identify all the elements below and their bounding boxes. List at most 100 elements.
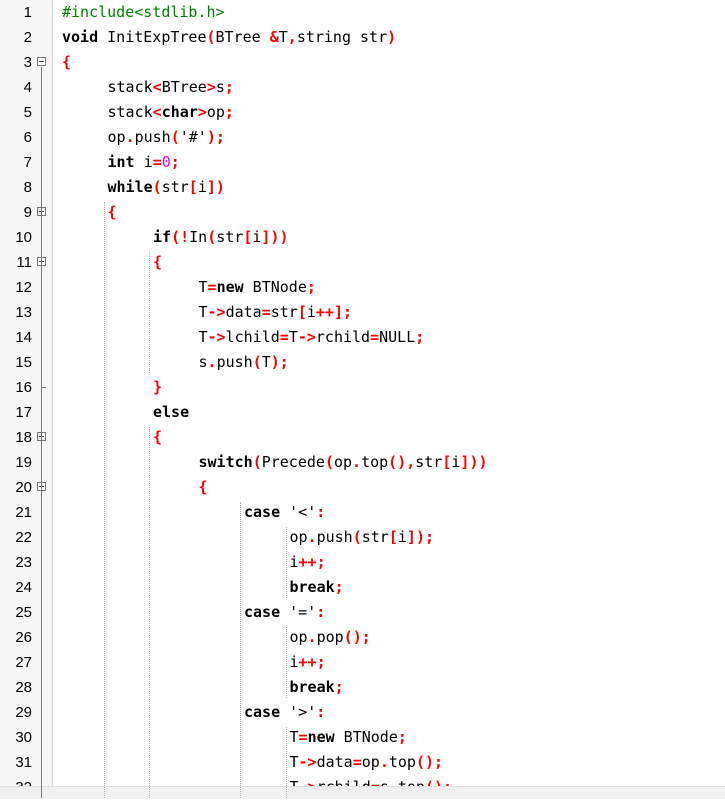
indent-guide	[285, 727, 287, 798]
code-text: s.push(T);	[199, 350, 289, 375]
code-text: while(str[i])	[108, 175, 225, 200]
code-token: case	[244, 603, 281, 621]
code-line[interactable]: 9{	[0, 200, 725, 225]
code-text: break;	[290, 675, 344, 700]
code-token: Precede	[261, 453, 325, 471]
code-token: break	[289, 578, 335, 596]
code-line[interactable]: 18 {	[0, 425, 725, 450]
code-text: if(!In(str[i]))	[153, 225, 288, 250]
code-text: {	[62, 50, 71, 75]
code-token: ;	[397, 728, 407, 746]
line-number: 16	[15, 379, 32, 396]
code-token: op	[289, 628, 308, 646]
code-token: =	[152, 153, 162, 171]
code-token: ]	[460, 453, 470, 471]
line-number: 4	[23, 79, 32, 96]
code-token: )	[279, 228, 289, 246]
code-line[interactable]: 3{	[0, 50, 725, 75]
code-line[interactable]: 20{	[0, 475, 725, 500]
code-token: )	[215, 178, 225, 196]
code-token: i	[306, 303, 316, 321]
code-token: ->	[207, 303, 226, 321]
line-number: 30	[15, 729, 32, 746]
code-token: {	[153, 253, 163, 271]
code-text: i++;	[290, 550, 326, 575]
code-token: ++	[298, 553, 317, 571]
code-token: s	[215, 78, 225, 96]
code-line[interactable]: 21 case '<':	[0, 500, 725, 525]
code-text: T->lchild=T->rchild=NULL;	[199, 325, 425, 350]
code-token: <	[152, 78, 162, 96]
line-number: 31	[15, 754, 32, 771]
code-text: int i=0;	[108, 150, 180, 175]
code-token: ]	[406, 528, 416, 546]
code-token: [	[243, 228, 253, 246]
line-number: 18	[15, 429, 32, 446]
code-token: )	[469, 453, 479, 471]
fold-collapse-icon[interactable]	[37, 57, 46, 66]
code-token: str	[415, 453, 443, 471]
code-token: else	[153, 403, 190, 421]
code-token: [	[442, 453, 452, 471]
code-line[interactable]: 1#include<stdlib.h>	[0, 0, 725, 25]
indent-guide	[240, 502, 241, 798]
line-number: 21	[15, 504, 32, 521]
code-token: case	[244, 703, 281, 721]
code-text: switch(Precede(op.top(),str[i]))	[199, 450, 488, 475]
line-number: 13	[15, 304, 32, 321]
indent-guide	[285, 627, 287, 698]
code-token: .	[307, 528, 317, 546]
line-number: 25	[15, 604, 32, 621]
code-text: {	[153, 425, 162, 450]
code-token: .	[352, 453, 362, 471]
code-line[interactable]: 30 T=new BTNode;	[0, 725, 725, 750]
code-line[interactable]: 11{	[0, 250, 725, 275]
code-token: ->	[297, 328, 316, 346]
line-number: 9	[23, 204, 32, 221]
code-text: case '<':	[244, 500, 325, 525]
code-line[interactable]: 16}	[0, 375, 725, 400]
code-token: .	[379, 753, 389, 771]
code-token: {	[153, 428, 163, 446]
code-token: >	[206, 78, 216, 96]
code-token: =	[370, 328, 380, 346]
code-token: '<'	[280, 503, 317, 521]
code-token: .	[207, 353, 217, 371]
code-token: !	[180, 228, 190, 246]
code-token: {	[198, 478, 208, 496]
line-number: 2	[23, 29, 32, 46]
code-text: i++;	[290, 650, 326, 675]
code-token: str	[270, 303, 298, 321]
code-token: '='	[280, 603, 317, 621]
code-text: op.push(str[i]);	[290, 525, 435, 550]
code-token: i	[451, 453, 461, 471]
fold-end-marker	[41, 387, 46, 388]
code-token: ;	[224, 78, 234, 96]
code-text: T=new BTNode;	[290, 725, 407, 750]
code-token: InitExpTree	[98, 28, 207, 46]
horizontal-scrollbar[interactable]	[0, 786, 725, 799]
